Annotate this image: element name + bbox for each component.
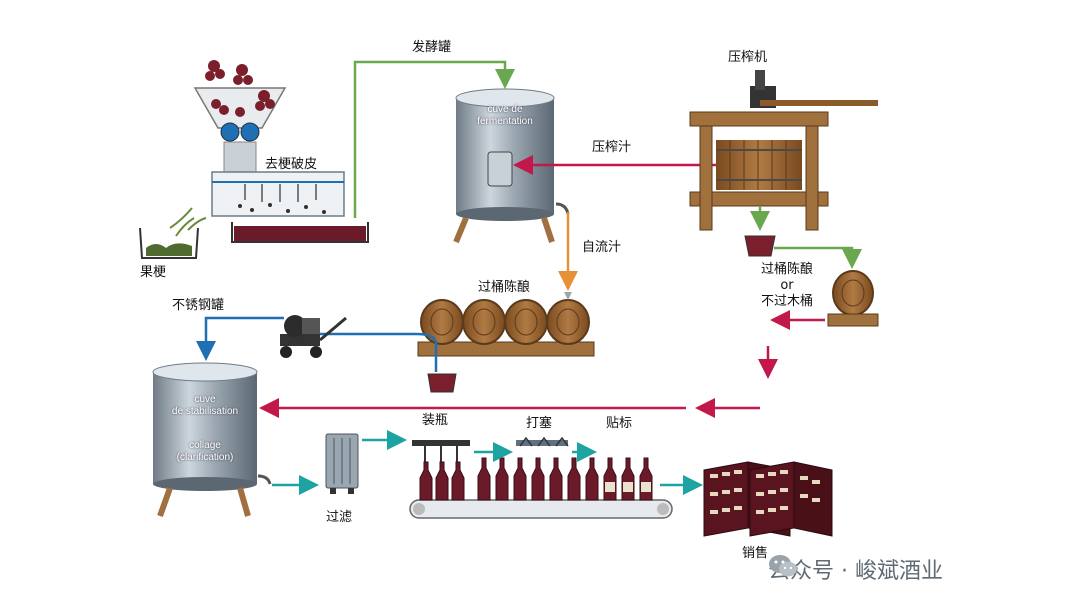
bottle-stacks bbox=[703, 461, 833, 537]
wechat-icon bbox=[769, 555, 797, 577]
wine-press bbox=[689, 70, 878, 231]
label-stems: 果梗 bbox=[140, 265, 167, 280]
label-steel-tank: 不锈钢罐 bbox=[172, 298, 225, 313]
label-ferment-tank: 发酵罐 bbox=[412, 40, 452, 55]
label-press: 压榨机 bbox=[728, 50, 768, 65]
label-free-run: 自流汁 bbox=[582, 240, 622, 255]
stabilisation-tank bbox=[152, 362, 272, 518]
label-sales: 销售 bbox=[742, 546, 769, 561]
watermark: 公众号 · 峻斌酒业 bbox=[768, 553, 943, 585]
label-filtration: 过滤 bbox=[326, 510, 353, 525]
destemmer-crusher bbox=[139, 60, 369, 259]
label-bottling: 装瓶 bbox=[422, 413, 449, 428]
single-barrel bbox=[827, 270, 879, 327]
fermentation-tank-text: cuve de fermentation bbox=[477, 104, 533, 127]
barrel-row bbox=[417, 292, 595, 357]
transfer-pump bbox=[280, 315, 347, 358]
label-press-juice: 压榨汁 bbox=[592, 140, 632, 155]
fermentation-tank bbox=[453, 88, 570, 244]
label-labeling: 贴标 bbox=[606, 416, 633, 431]
bottling-line bbox=[409, 436, 673, 519]
filter-unit bbox=[325, 433, 359, 494]
clarification-text: collage (clarification) bbox=[176, 440, 234, 463]
label-corking: 打塞 bbox=[526, 416, 553, 431]
stabilisation-tank-text: cuve de stabilisation bbox=[171, 394, 239, 417]
label-barrel-or-no: 过桶陈酿 or 不过木桶 bbox=[760, 262, 814, 309]
label-destem: 去梗破皮 bbox=[265, 157, 318, 172]
label-barrel-aging: 过桶陈酿 bbox=[478, 280, 531, 295]
watermark-text: 公众号 · 峻斌酒业 bbox=[768, 559, 943, 584]
